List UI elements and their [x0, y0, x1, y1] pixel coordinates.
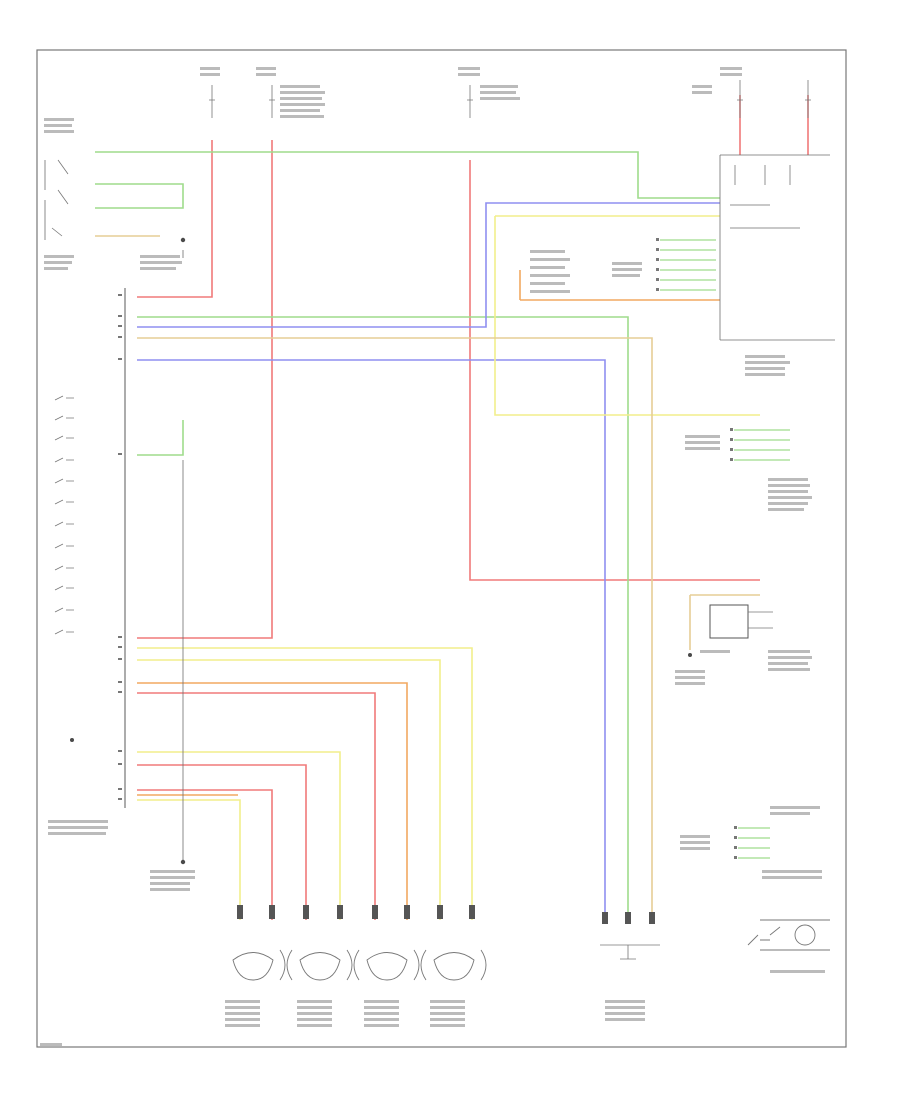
switch-icon [54, 395, 74, 401]
wire-yellow-4 [137, 659, 441, 920]
ground-icon [180, 859, 186, 865]
right-pins [656, 238, 737, 859]
switch-icon [51, 159, 69, 237]
connector-icon [118, 763, 122, 765]
connector-icon [656, 288, 659, 291]
fuse-stubs [209, 80, 811, 185]
right-pin-wires [660, 239, 790, 859]
connector-icon [656, 268, 659, 271]
fuse-stub [737, 80, 743, 118]
connector-icon [730, 448, 733, 451]
wire-yellow-2 [494, 216, 760, 416]
connector-icon [734, 846, 737, 849]
connector-icon [118, 636, 122, 638]
wire-red-1 [137, 140, 213, 298]
switch-icon [54, 435, 74, 441]
connector-icon [656, 278, 659, 281]
wire-yellow-5 [137, 751, 341, 920]
wire-red-6 [137, 692, 376, 920]
switch-icon [54, 457, 74, 463]
connector-icon [118, 325, 122, 327]
wire-orange-1 [137, 682, 408, 920]
sound-sensor-icon [600, 944, 660, 960]
connector-icon [118, 788, 122, 790]
switch-icon [54, 585, 74, 591]
connector-icon [730, 458, 733, 461]
connector-icon [734, 856, 737, 859]
parking-sensors [232, 905, 660, 981]
internal-switches [51, 159, 74, 635]
connector-icon [118, 798, 122, 800]
sensor-box [709, 604, 749, 639]
connector-pins [118, 294, 122, 800]
connector-icon [118, 691, 122, 693]
fuse-stub [805, 80, 811, 118]
connector-icon [118, 358, 122, 360]
connector-icon [118, 646, 122, 648]
switch-icon [54, 499, 74, 505]
connector-icon [734, 836, 737, 839]
wire-tan-1 [137, 337, 653, 920]
connector-icon [118, 453, 122, 455]
wire-red-7 [137, 764, 307, 920]
wire-red-8 [137, 789, 273, 920]
wire-red-3 [469, 160, 760, 581]
wire-yellow-6 [137, 799, 241, 920]
connector-icon [118, 315, 122, 317]
switch-lamp-icon [794, 924, 816, 946]
connector-icon [734, 826, 737, 829]
connector-icon [730, 438, 733, 441]
connector-icon [656, 238, 659, 241]
switch-icon [54, 565, 74, 571]
switch-icon [747, 926, 781, 946]
ground-icon [688, 653, 692, 657]
tiny-labels [40, 67, 825, 1046]
fuse-stub [467, 85, 473, 118]
connector-icon [730, 428, 733, 431]
wire-red-2 [137, 140, 273, 639]
wire-green-1 [95, 151, 720, 199]
fuse-stub [269, 85, 275, 118]
grounds [70, 237, 692, 865]
wire-green-2 [95, 183, 184, 209]
sensor-icon [232, 949, 487, 981]
control-switch [747, 919, 830, 951]
wires [95, 95, 809, 920]
switch-icon [54, 543, 74, 549]
connector-icon [118, 294, 122, 296]
fuse-stub [209, 85, 215, 118]
connector-icon [118, 658, 122, 660]
wire-green-4 [137, 420, 184, 456]
wire-blue-2 [137, 359, 606, 920]
switch-icon [54, 478, 74, 484]
ground-icon [180, 237, 186, 243]
connector-icon [118, 336, 122, 338]
switch-icon [54, 629, 74, 635]
switch-icon [54, 521, 74, 527]
black-lines [44, 154, 835, 862]
wire-yellow-3 [137, 647, 473, 920]
diagram-border [36, 49, 847, 1048]
sensor-leads [748, 611, 773, 629]
connector-icon [656, 248, 659, 251]
switch-icon [54, 415, 74, 421]
wire-blue-1 [137, 202, 720, 328]
connector-icon [656, 258, 659, 261]
switch-icon [54, 607, 74, 613]
fuse-stub [734, 165, 791, 185]
wire-green-3 [137, 316, 629, 920]
connector-icon [118, 681, 122, 683]
module-connector [118, 288, 126, 808]
ground-icon [70, 738, 74, 742]
connector-icon [118, 750, 122, 752]
